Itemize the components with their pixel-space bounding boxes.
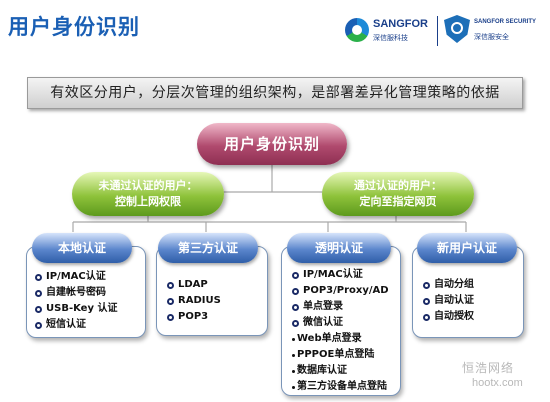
card-transparent-auth-title: 透明认证	[287, 233, 391, 263]
summary-banner: 有效区分用户，分层次管理的组织架构，是部署差异化管理策略的依据	[27, 77, 523, 109]
list-item-label: Web单点登录	[297, 333, 362, 344]
list-item: RADIUS	[167, 293, 221, 309]
list-item-label: 微信认证	[303, 317, 343, 328]
sangfor-logo: SANGFOR 深信服科技	[345, 16, 435, 46]
list-item: POP3	[167, 309, 221, 325]
list-item-label: 自动分组	[434, 279, 474, 290]
card-new-user-auth-list: 自动分组 自动认证 自动授权	[423, 277, 474, 325]
bullet-icon	[35, 273, 42, 281]
list-item: PPPOE单点登陆	[292, 347, 389, 363]
list-item-label: 数据库认证	[297, 365, 347, 376]
list-item-label: USB-Key 认证	[46, 303, 118, 314]
list-item-label: LDAP	[178, 279, 208, 290]
branch-unauthenticated-line2: 控制上网权限	[115, 195, 181, 208]
branch-authenticated-line2: 定向至指定网页	[359, 195, 437, 208]
sangfor-security-logo: SANGFOR SECURITY 深信服安全	[444, 15, 548, 45]
list-item: POP3/Proxy/AD	[292, 283, 389, 299]
card-transparent-auth: IP/MAC认证 POP3/Proxy/AD 单点登录 微信认证 Web单点登录…	[281, 246, 401, 396]
list-item: 单点登录	[292, 299, 389, 315]
list-item: Web单点登录	[292, 331, 389, 347]
card-local-auth-list: IP/MAC认证 自建帐号密码 USB-Key 认证 短信认证	[35, 269, 117, 333]
list-item-label: POP3	[178, 311, 209, 322]
card-transparent-auth-list: IP/MAC认证 POP3/Proxy/AD 单点登录 微信认证 Web单点登录…	[292, 267, 389, 395]
list-item: 数据库认证	[292, 363, 389, 379]
list-item-label: IP/MAC认证	[303, 269, 363, 280]
list-item: IP/MAC认证	[292, 267, 389, 283]
list-item: USB-Key 认证	[35, 301, 117, 317]
bullet-icon	[167, 281, 174, 289]
list-item-label: POP3/Proxy/AD	[303, 285, 389, 296]
bullet-icon	[292, 319, 299, 327]
list-item: IP/MAC认证	[35, 269, 117, 285]
dot-icon	[292, 385, 295, 389]
bullet-icon	[423, 281, 430, 289]
dot-icon	[292, 353, 295, 357]
list-item: 自动授权	[423, 309, 474, 325]
bullet-icon	[292, 287, 299, 295]
list-item-label: PPPOE单点登陆	[297, 349, 375, 360]
list-item: LDAP	[167, 277, 221, 293]
watermark-url: hootx.com	[472, 377, 523, 389]
security-logo-name: SANGFOR SECURITY	[474, 19, 537, 25]
list-item-label: 单点登录	[303, 301, 343, 312]
bullet-icon	[35, 289, 42, 297]
card-third-party-auth-title: 第三方认证	[158, 233, 258, 263]
watermark-text: 恒浩网络	[462, 361, 515, 375]
list-item: 微信认证	[292, 315, 389, 331]
branch-unauthenticated-line1: 未通过认证的用户：	[98, 179, 198, 192]
list-item: 自动分组	[423, 277, 474, 293]
list-item: 自动认证	[423, 293, 474, 309]
card-local-auth-title: 本地认证	[32, 233, 132, 263]
list-item-label: 自建帐号密码	[46, 287, 106, 298]
card-new-user-auth-title: 新用户认证	[417, 233, 517, 263]
bullet-icon	[35, 305, 42, 313]
list-item-label: RADIUS	[178, 295, 221, 306]
sangfor-logo-subtitle: 深信服科技	[373, 34, 408, 42]
page-title: 用户身份识别	[8, 15, 140, 39]
bullet-icon	[292, 271, 299, 279]
list-item-label: 自动认证	[434, 295, 474, 306]
dot-icon	[292, 337, 295, 341]
list-item-label: 自动授权	[434, 311, 474, 322]
list-item-label: 短信认证	[46, 319, 86, 330]
list-item-label: IP/MAC认证	[46, 271, 106, 282]
bullet-icon	[35, 321, 42, 329]
branch-authenticated-line1: 通过认证的用户：	[354, 179, 442, 192]
bullet-icon	[167, 313, 174, 321]
bullet-icon	[167, 297, 174, 305]
logo-divider	[437, 16, 438, 46]
list-item: 短信认证	[35, 317, 117, 333]
bullet-icon	[292, 303, 299, 311]
card-third-party-auth-list: LDAP RADIUS POP3	[167, 277, 221, 325]
security-logo-subtitle: 深信服安全	[474, 33, 509, 41]
list-item: 自建帐号密码	[35, 285, 117, 301]
bullet-icon	[423, 297, 430, 305]
sangfor-logo-icon	[345, 18, 369, 42]
list-item: 第三方设备单点登陆	[292, 379, 389, 395]
list-item-label: 第三方设备单点登陆	[297, 381, 387, 392]
dot-icon	[292, 369, 295, 373]
bullet-icon	[423, 313, 430, 321]
root-node: 用户身份识别	[197, 123, 347, 165]
sangfor-logo-name: SANGFOR	[373, 18, 428, 30]
branch-unauthenticated: 未通过认证的用户： 控制上网权限	[72, 172, 224, 216]
branch-authenticated: 通过认证的用户： 定向至指定网页	[322, 172, 474, 216]
